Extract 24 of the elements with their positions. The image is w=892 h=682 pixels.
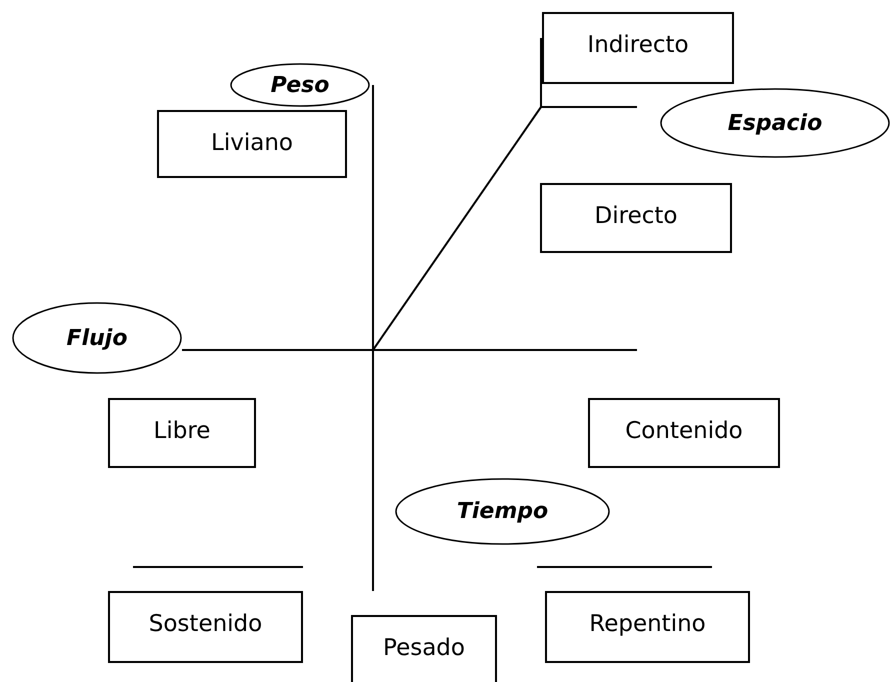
term-box — [108, 591, 303, 663]
concept-label: Flujo — [66, 324, 128, 352]
concept-label: Espacio — [728, 110, 822, 138]
term-label: Directo — [594, 202, 678, 231]
concept-label: Tiempo — [456, 498, 548, 526]
term-label: Sostenido — [148, 610, 262, 639]
term-box — [545, 591, 750, 663]
term-label: Liviano — [211, 129, 293, 158]
term-label: Pesado — [383, 634, 465, 663]
concept-ellipse — [660, 88, 890, 158]
term-box — [542, 12, 734, 84]
concept-ellipse — [230, 63, 370, 107]
term-box — [108, 398, 256, 468]
term-label: Repentino — [589, 610, 706, 639]
term-box — [351, 615, 497, 682]
term-label: Indirecto — [587, 31, 689, 60]
term-box — [540, 183, 732, 253]
concept-ellipse — [395, 478, 610, 545]
concept-label: Peso — [270, 72, 330, 100]
term-label: Contenido — [625, 417, 743, 446]
concept-ellipse — [12, 302, 182, 374]
term-box — [588, 398, 780, 468]
term-label: Libre — [154, 417, 210, 446]
term-box — [157, 110, 347, 178]
